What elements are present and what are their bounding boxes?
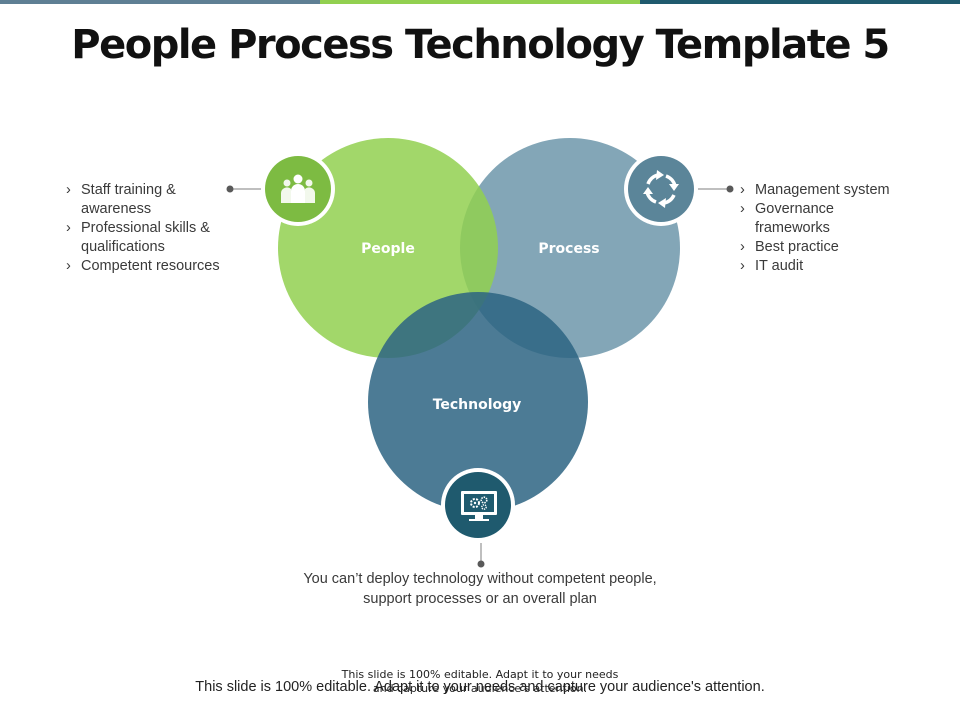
list-item: › Staff training & awareness bbox=[66, 181, 241, 219]
bullet-chevron: › bbox=[740, 201, 745, 217]
computer-gears-icon bbox=[441, 468, 515, 542]
people-connector bbox=[226, 185, 263, 193]
list-item-text: IT audit bbox=[755, 258, 804, 274]
footer-note: This slide is 100% editable. Adapt it to… bbox=[195, 679, 765, 695]
list-item: › Best practice bbox=[740, 238, 920, 257]
bullet-chevron: › bbox=[740, 258, 745, 274]
people-label: People bbox=[361, 241, 415, 257]
technology-circle bbox=[368, 292, 588, 512]
list-item-text: Best practice bbox=[755, 239, 839, 255]
list-item: › IT audit bbox=[740, 257, 920, 276]
list-item-text: Staff training & awareness bbox=[81, 182, 176, 217]
list-item: › Professional skills & qualifications bbox=[66, 219, 241, 257]
technology-connector bbox=[477, 543, 485, 568]
list-item-text: Professional skills & qualifications bbox=[81, 220, 210, 255]
bullet-chevron: › bbox=[66, 182, 71, 198]
list-item: › Governance frameworks bbox=[740, 200, 920, 238]
technology-caption: You can’t deploy technology without comp… bbox=[303, 571, 657, 607]
process-attributes-list: › Management system › Governance framework… bbox=[740, 181, 920, 276]
cycle-arrows-icon bbox=[624, 152, 698, 226]
bullet-chevron: › bbox=[740, 239, 745, 255]
list-item-text: Management system bbox=[755, 182, 890, 198]
footer-note-overlap: This slide is 100% editable. Adapt it to… bbox=[341, 668, 619, 695]
bullet-chevron: › bbox=[66, 258, 71, 274]
top-accent-bar bbox=[0, 0, 960, 4]
process-connector bbox=[697, 185, 734, 193]
list-item: › Management system bbox=[740, 181, 920, 200]
list-item-text: Competent resources bbox=[81, 258, 220, 274]
bullet-chevron: › bbox=[66, 220, 71, 236]
list-item-text: Governance frameworks bbox=[755, 201, 834, 236]
accent-bar-teal bbox=[640, 0, 960, 4]
people-attributes-list: › Staff training & awareness › Professiona… bbox=[66, 181, 241, 276]
page-title: People Process Technology Template 5 bbox=[71, 22, 890, 68]
bullet-chevron: › bbox=[740, 182, 745, 198]
accent-bar-green bbox=[320, 0, 640, 4]
accent-bar-slate bbox=[0, 0, 320, 4]
process-label: Process bbox=[538, 241, 599, 257]
people-group-icon bbox=[261, 152, 335, 226]
technology-label: Technology bbox=[433, 397, 522, 413]
list-item: › Competent resources bbox=[66, 257, 241, 276]
